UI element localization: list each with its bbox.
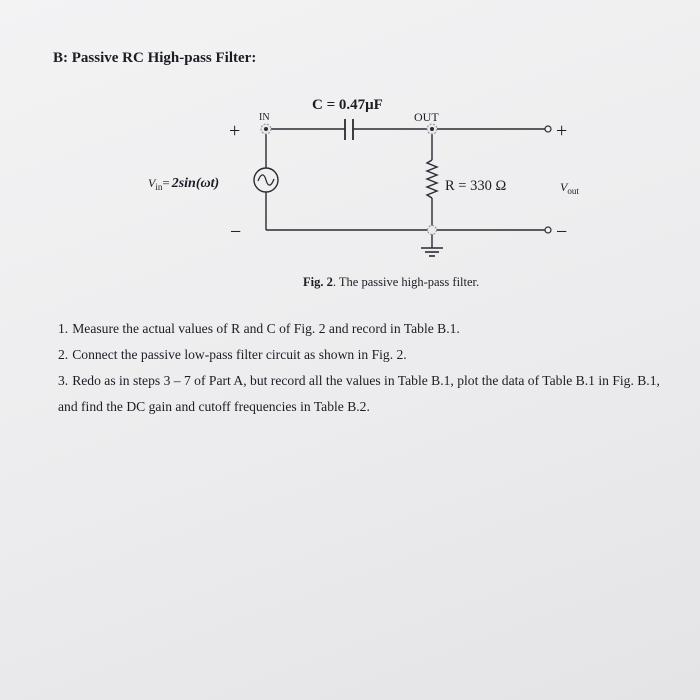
out-label: OUT bbox=[414, 110, 439, 124]
vout-minus-terminal bbox=[544, 226, 552, 234]
section-heading: B: Passive RC High-pass Filter: bbox=[53, 50, 257, 66]
circuit-diagram: C = 0.47μF IN OUT + − + − R = 330 Ω Vin=… bbox=[148, 97, 579, 257]
vout-prefix: V bbox=[560, 180, 569, 194]
figure-caption-label: Fig. 2 bbox=[303, 275, 333, 289]
instruction-step: 1.Measure the actual values of R and C o… bbox=[58, 316, 678, 342]
out-terminal-node bbox=[426, 123, 438, 135]
step-text: Redo as in steps 3 – 7 of Part A, but re… bbox=[58, 373, 660, 414]
step-number: 2. bbox=[58, 347, 69, 362]
vout-plus-label: + bbox=[556, 120, 567, 142]
step-number: 3. bbox=[58, 373, 69, 388]
plus-left-label: + bbox=[229, 120, 240, 142]
instruction-step: 3.Redo as in steps 3 – 7 of Part A, but … bbox=[58, 368, 678, 420]
vin-prefix: V bbox=[148, 176, 157, 190]
in-terminal-node bbox=[260, 123, 272, 135]
ground-symbol bbox=[421, 225, 443, 257]
vout-minus-label: − bbox=[556, 221, 567, 243]
step-text: Measure the actual values of R and C of … bbox=[72, 321, 460, 336]
vout-label: Vout bbox=[560, 180, 579, 196]
instruction-list: 1.Measure the actual values of R and C o… bbox=[58, 316, 678, 420]
vin-label: Vin=2sin(ωt) bbox=[148, 175, 219, 192]
resistor-symbol bbox=[425, 159, 439, 199]
vin-subscript: in bbox=[155, 182, 163, 192]
vout-plus-terminal bbox=[544, 125, 552, 133]
instruction-step: 2.Connect the passive low-pass filter ci… bbox=[58, 342, 678, 368]
in-label: IN bbox=[259, 112, 270, 123]
capacitor-label: C = 0.47μF bbox=[312, 97, 383, 113]
vout-subscript: out bbox=[567, 186, 579, 196]
step-number: 1. bbox=[58, 321, 69, 336]
capacitor-symbol bbox=[344, 119, 354, 140]
step-text: Connect the passive low-pass filter circ… bbox=[72, 347, 407, 362]
figure-caption-text: . The passive high-pass filter. bbox=[332, 275, 480, 289]
ac-source-symbol bbox=[253, 167, 279, 193]
resistor-label: R = 330 Ω bbox=[445, 178, 506, 194]
figure-caption: Fig. 2. The passive high-pass filter. bbox=[303, 275, 479, 290]
minus-left-label: − bbox=[230, 221, 241, 243]
vin-equals: = bbox=[162, 175, 169, 190]
vin-expression: 2sin(ωt) bbox=[171, 176, 219, 191]
